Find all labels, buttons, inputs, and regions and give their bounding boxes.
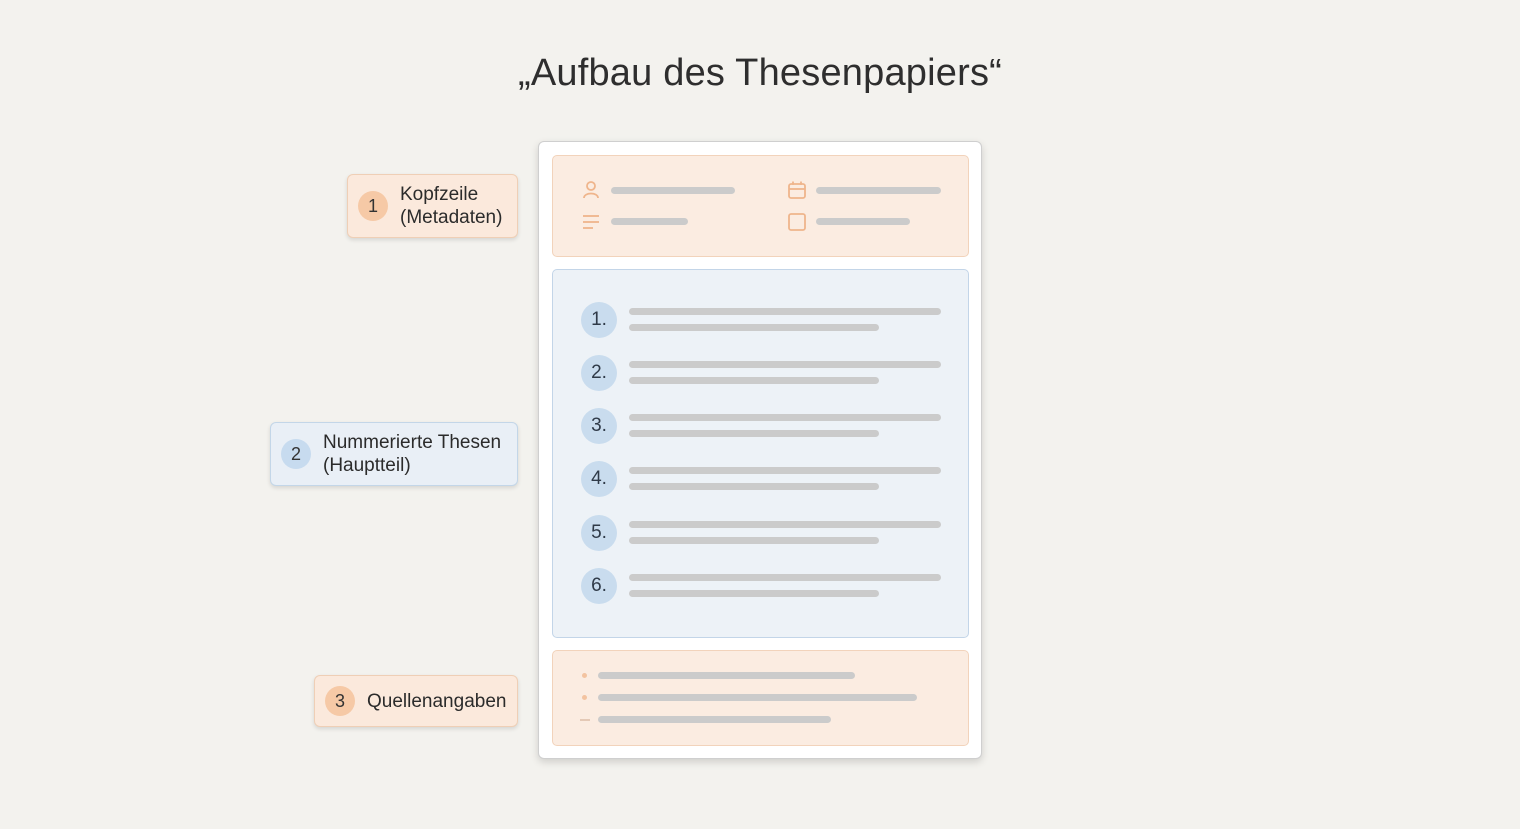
references-section	[552, 650, 969, 746]
thesis-number: 5.	[581, 515, 617, 551]
header-section	[552, 155, 969, 257]
calendar-icon	[788, 181, 806, 199]
callout-line: Quellenangaben	[367, 690, 507, 712]
thesis-number: 4.	[581, 461, 617, 497]
header-bar	[816, 218, 910, 225]
thesis-line	[629, 361, 941, 368]
callout-number-3: 3	[325, 686, 355, 716]
thesis-line	[629, 377, 879, 384]
dash-icon	[580, 719, 590, 721]
thesis-line	[629, 590, 879, 597]
callout-header: 1 Kopfzeile (Metadaten)	[347, 174, 518, 238]
thesis-line	[629, 430, 879, 437]
reference-line	[598, 672, 855, 679]
thesis-line	[629, 414, 941, 421]
callout-line: Kopfzeile	[400, 184, 479, 205]
square-icon	[788, 213, 806, 231]
person-icon	[583, 181, 599, 199]
thesis-line	[629, 467, 941, 474]
callout-references: 3 Quellenangaben	[314, 675, 518, 727]
thesis-number: 2.	[581, 355, 617, 391]
header-bar	[816, 187, 941, 194]
callout-line: (Metadaten)	[400, 207, 503, 228]
thesis-number: 6.	[581, 568, 617, 604]
callout-label-header: Kopfzeile (Metadaten)	[400, 183, 502, 229]
callout-number-1: 1	[358, 191, 388, 221]
thesis-number: 1.	[581, 302, 617, 338]
diagram-title: „Aufbau des Thesenpapiers“	[517, 52, 1003, 94]
callout-label-references: Quellenangaben	[367, 690, 506, 713]
lines-icon	[583, 215, 599, 229]
callout-number-2: 2	[281, 439, 311, 469]
callout-line: Nummerierte Thesen	[323, 432, 502, 453]
thesis-line	[629, 483, 879, 490]
reference-line	[598, 694, 917, 701]
reference-line	[598, 716, 831, 723]
thesis-line	[629, 574, 941, 581]
thesis-line	[629, 324, 879, 331]
thesis-line	[629, 521, 941, 528]
header-bar	[611, 187, 735, 194]
thesis-line	[629, 537, 879, 544]
callout-line: (Hauptteil)	[323, 455, 411, 476]
thesis-number: 3.	[581, 408, 617, 444]
document-page: 1. 2. 3. 4. 5. 6.	[538, 141, 982, 759]
bullet-icon	[582, 695, 587, 700]
bullet-icon	[582, 673, 587, 678]
theses-section: 1. 2. 3. 4. 5. 6.	[552, 269, 969, 638]
callout-label-theses: Nummerierte Thesen (Hauptteil)	[323, 431, 501, 477]
thesis-line	[629, 308, 941, 315]
callout-theses: 2 Nummerierte Thesen (Hauptteil)	[270, 422, 518, 486]
header-bar	[611, 218, 688, 225]
